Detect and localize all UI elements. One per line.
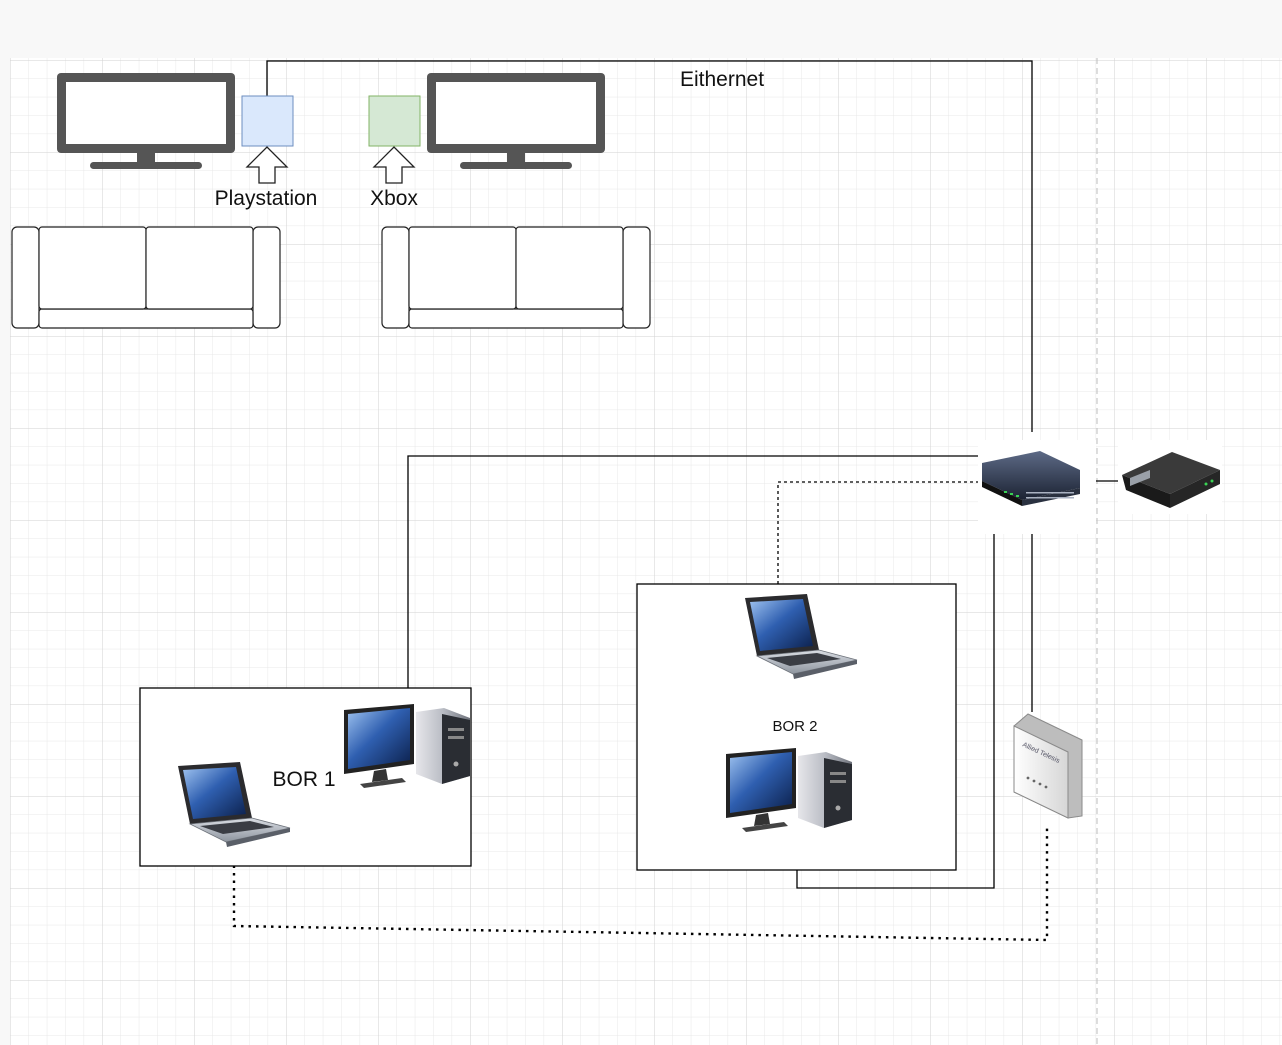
xbox-console[interactable] — [368, 95, 421, 147]
playstation-console[interactable] — [241, 95, 294, 147]
bor1-line[interactable] — [407, 455, 982, 688]
network-switch[interactable] — [978, 440, 1096, 534]
wireless-access-point[interactable]: Allied Telesis — [1013, 713, 1083, 819]
connections — [232, 60, 1124, 942]
ethernet-label: Eithernet — [680, 68, 764, 91]
ethernet-line[interactable] — [266, 60, 1033, 432]
bor2-laptop-line[interactable] — [777, 481, 982, 584]
bor1-label: BOR 1 — [272, 768, 335, 791]
sofa-right — [381, 226, 651, 329]
xbox-label: Xbox — [370, 187, 418, 210]
sofa-left — [11, 226, 281, 329]
wireless-link[interactable] — [232, 828, 1049, 942]
grid — [10, 58, 1282, 1045]
playstation-label: Playstation — [215, 187, 318, 210]
router[interactable] — [1118, 440, 1222, 514]
bor2-label: BOR 2 — [772, 718, 817, 735]
bor2-desktop-line[interactable] — [796, 533, 995, 889]
